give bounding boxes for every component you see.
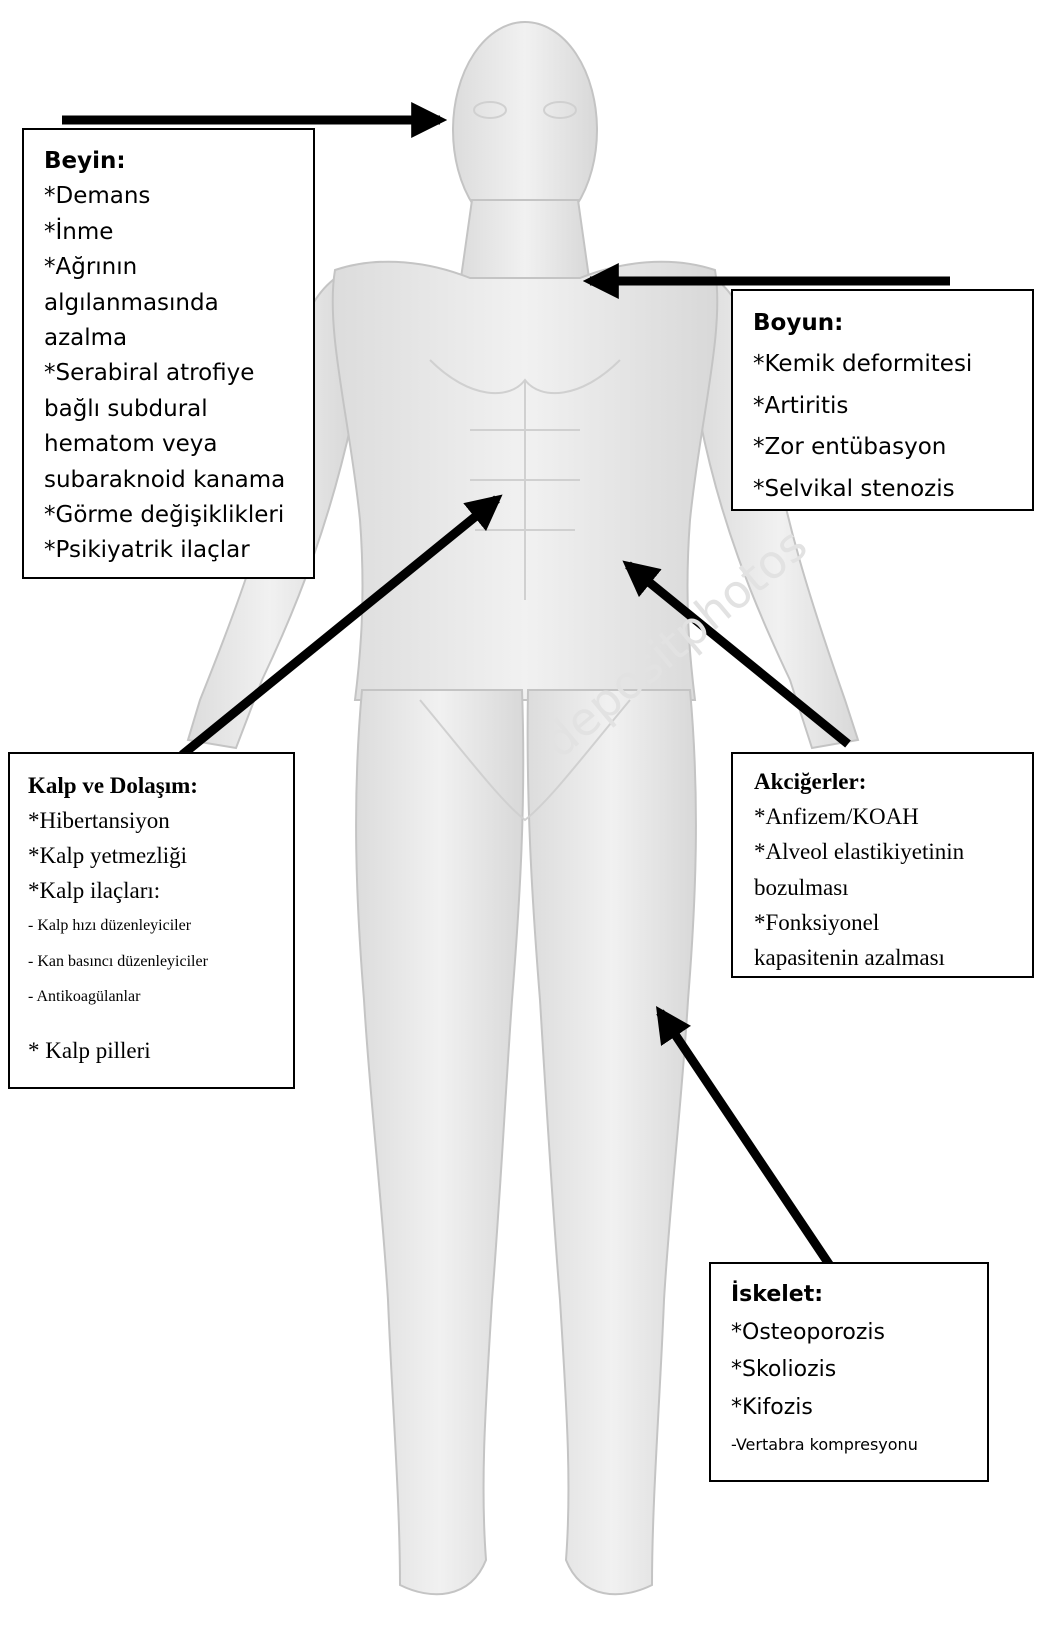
neck-item: *Selvikal stenozis <box>753 469 1022 510</box>
lungs-box: Akciğerler: *Anfizem/KOAH *Alveol elasti… <box>731 752 1034 978</box>
skeleton-item: *Skoliozis <box>731 1351 979 1389</box>
brain-title: Beyin: <box>44 144 301 179</box>
lungs-item: *Anfizem/KOAH <box>754 799 1022 834</box>
heart-title: Kalp ve Dolaşım: <box>28 768 285 803</box>
lungs-item: bozulması <box>754 870 1022 905</box>
neck-item: *Artiritis <box>753 386 1022 427</box>
right-leg-shape <box>528 690 696 1594</box>
lungs-title: Akciğerler: <box>754 764 1022 799</box>
spacer <box>28 1015 285 1033</box>
skeleton-subitem: -Vertabra kompresyonu <box>731 1426 979 1464</box>
brain-item: hematom veya <box>44 427 301 462</box>
skeleton-item: *Kifozis <box>731 1389 979 1427</box>
neck-title: Boyun: <box>753 303 1022 344</box>
brain-item: bağlı subdural <box>44 392 301 427</box>
brain-item: *Psikiyatrik ilaçlar <box>44 533 301 568</box>
skeleton-item: *Osteoporozis <box>731 1314 979 1352</box>
neck-box: Boyun: *Kemik deformitesi *Artiritis *Zo… <box>731 289 1034 511</box>
lungs-item: *Fonksiyonel <box>754 905 1022 940</box>
lungs-item: *Alveol elastikiyetinin <box>754 834 1022 869</box>
brain-item: *İnme <box>44 215 301 250</box>
brain-item: *Serabiral atrofiye <box>44 356 301 391</box>
heart-item: *Hibertansiyon <box>28 803 285 838</box>
heart-subitem: - Kalp hızı düzenleyiciler <box>28 908 285 944</box>
neck-item: *Zor entübasyon <box>753 427 1022 468</box>
neck-item: *Kemik deformitesi <box>753 344 1022 385</box>
brain-item: *Görme değişiklikleri <box>44 498 301 533</box>
heart-item: *Kalp ilaçları: <box>28 873 285 908</box>
lungs-item: kapasitenin azalması <box>754 940 1022 975</box>
heart-circulation-box: Kalp ve Dolaşım: *Hibertansiyon *Kalp ye… <box>8 752 295 1089</box>
left-leg-shape <box>356 690 523 1594</box>
brain-item: azalma <box>44 321 301 356</box>
brain-item: algılanmasında <box>44 286 301 321</box>
brain-item: *Ağrının <box>44 250 301 285</box>
brain-item: *Demans <box>44 179 301 214</box>
arrow-skeleton <box>660 1012 845 1288</box>
heart-item: *Kalp yetmezliği <box>28 838 285 873</box>
heart-subitem: - Kan basıncı düzenleyiciler <box>28 944 285 980</box>
heart-subitem: - Antikoagülanlar <box>28 979 285 1015</box>
skeleton-title: İskelet: <box>731 1276 979 1314</box>
neck-shape <box>460 200 590 285</box>
skeleton-box: İskelet: *Osteoporozis *Skoliozis *Kifoz… <box>709 1262 989 1482</box>
heart-item: * Kalp pilleri <box>28 1033 285 1068</box>
brain-item: subaraknoid kanama <box>44 463 301 498</box>
brain-box: Beyin: *Demans *İnme *Ağrının algılanmas… <box>22 128 315 579</box>
